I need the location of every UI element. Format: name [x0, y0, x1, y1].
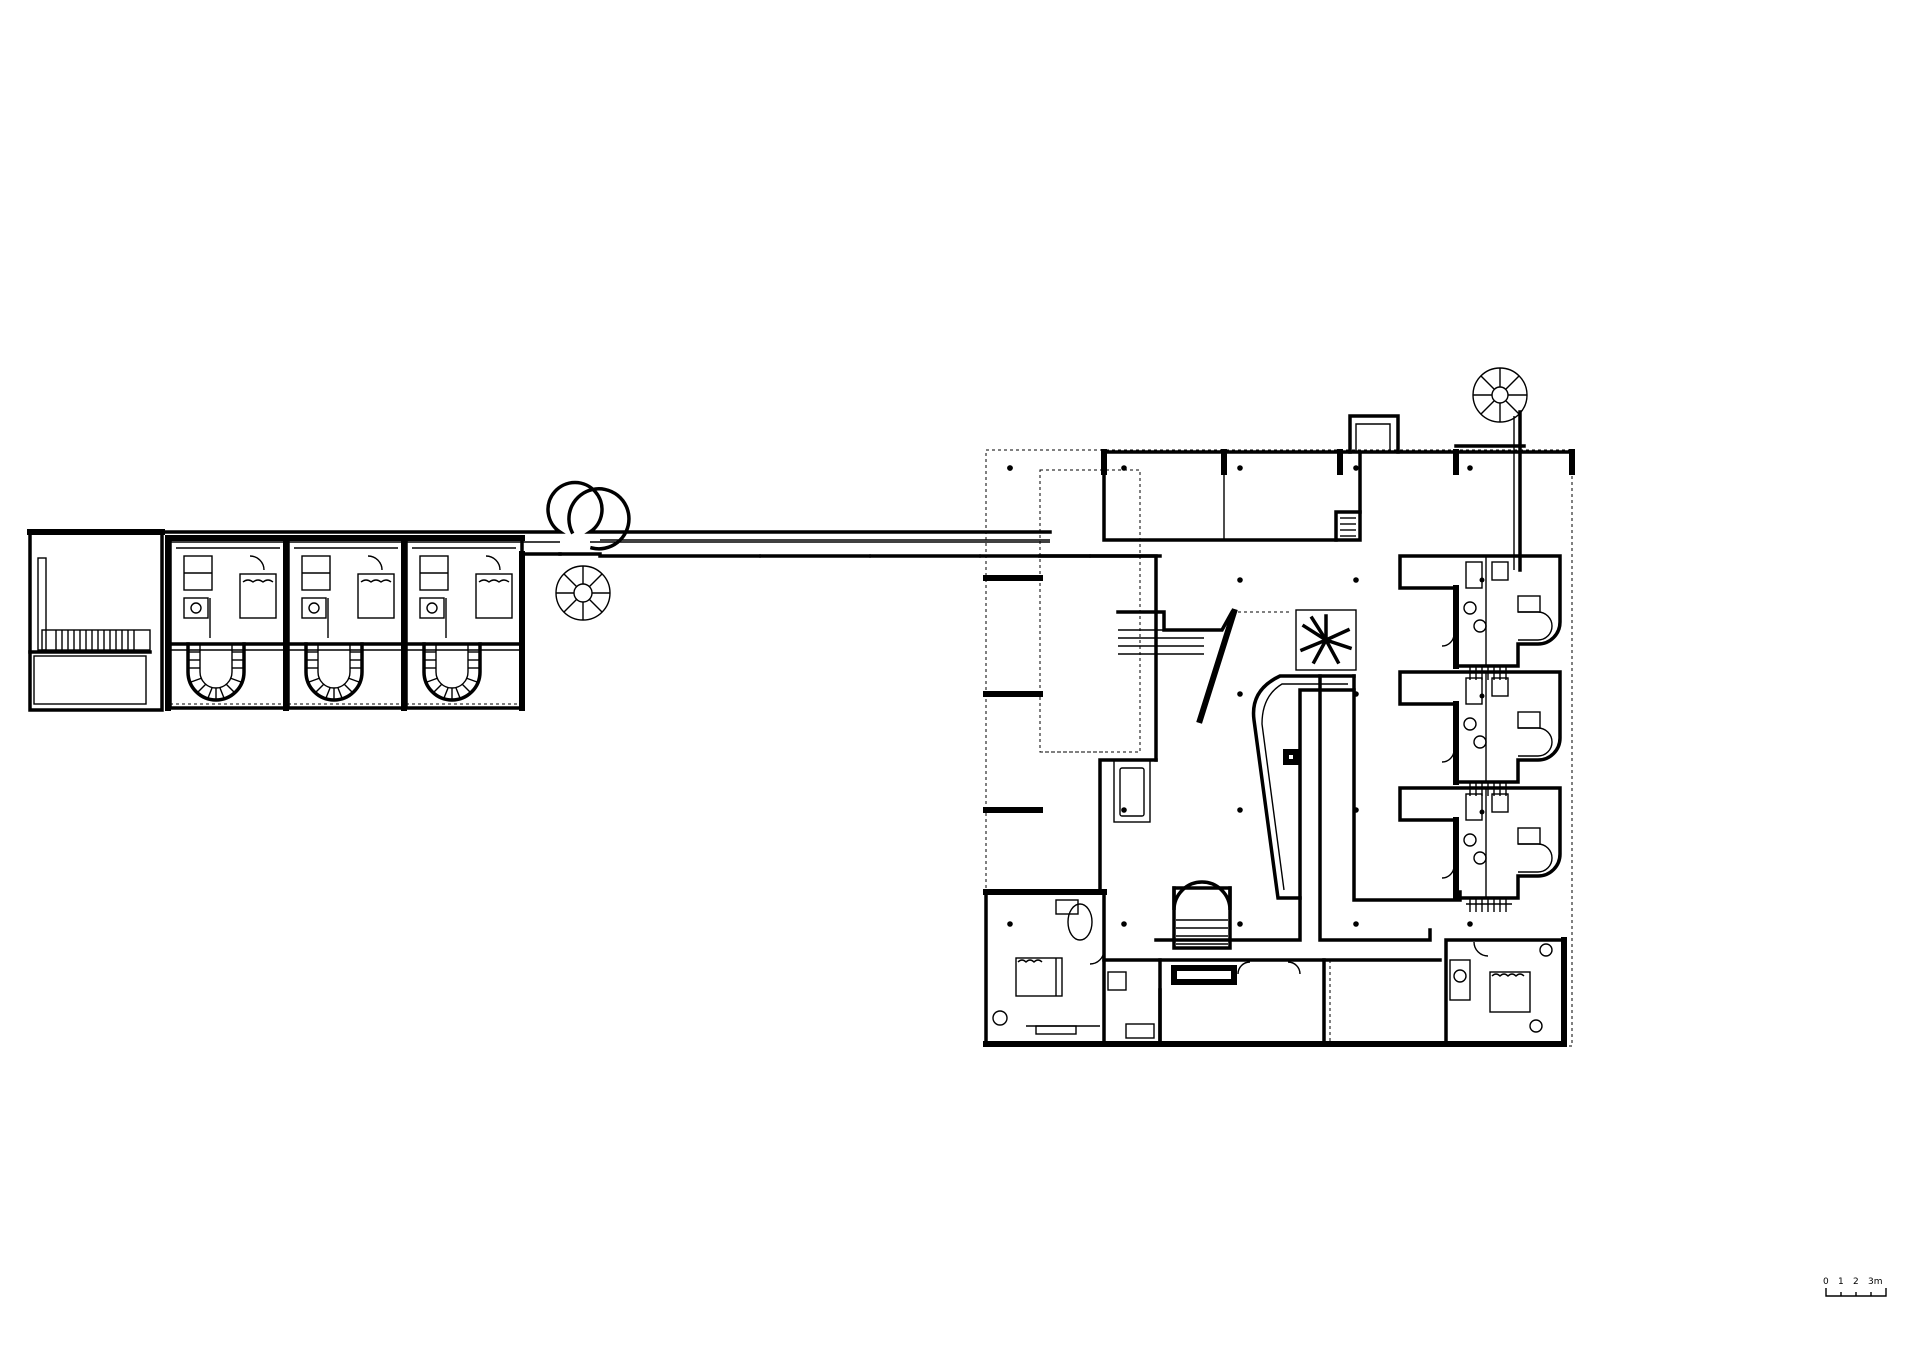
palm-icon — [1299, 614, 1353, 665]
column-markers — [1007, 465, 1473, 927]
main-residence — [983, 367, 1575, 1047]
scale-tick-2: 2 — [1853, 1277, 1859, 1287]
scale-tick-0: 0 — [1823, 1277, 1829, 1287]
scale-bar: 0 1 2 3m — [1823, 1277, 1887, 1297]
scale-tick-1: 1 — [1838, 1277, 1844, 1287]
guest-wing — [27, 529, 611, 712]
connecting-corridor — [164, 480, 1162, 558]
scale-tick-3m: 3m — [1868, 1277, 1883, 1287]
